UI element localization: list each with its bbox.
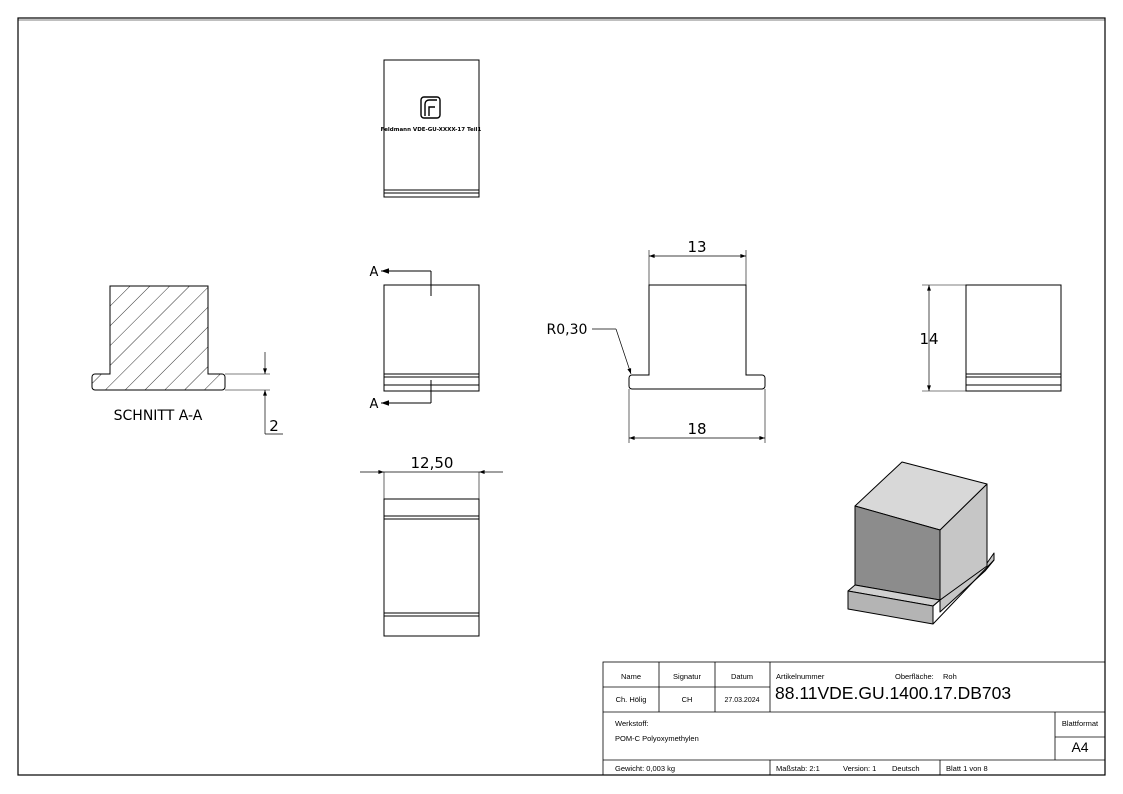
tb-name: Ch. Hölig <box>616 695 647 704</box>
tb-blattformat-value: A4 <box>1071 739 1088 755</box>
middle-view <box>383 284 480 392</box>
tb-gewicht: Gewicht: 0,003 kg <box>615 764 675 773</box>
dim-bottom-width: 12,50 <box>411 454 454 472</box>
tb-signatur: CH <box>682 695 693 704</box>
tb-blattformat-label: Blattformat <box>1062 719 1099 728</box>
radius-note: R0,30 <box>547 322 588 338</box>
side-view <box>922 284 1062 392</box>
front-view <box>592 250 766 443</box>
title-block <box>602 661 1106 776</box>
tb-oberflaeche-value: Roh <box>943 672 957 681</box>
outer-border <box>17 17 1106 776</box>
cut-mark-top: A <box>370 265 379 280</box>
tb-werkstoff-label: Werkstoff: <box>615 719 648 728</box>
tb-massstab: Maßstab: 2:1 <box>776 764 820 773</box>
tb-header-signatur: Signatur <box>673 672 701 681</box>
tb-header-datum: Datum <box>731 672 753 681</box>
tb-sprache: Deutsch <box>892 764 920 773</box>
dim-height: 14 <box>919 330 938 348</box>
tb-blatt: Blatt 1 von 8 <box>946 764 988 773</box>
tb-artikelnummer: 88.11VDE.GU.1400.17.DB703 <box>775 683 1011 703</box>
dim-flange-thickness: 2 <box>269 417 279 435</box>
tb-version: Version: 1 <box>843 764 876 773</box>
tb-header-name: Name <box>621 672 641 681</box>
tb-artikelnummer-label: Artikelnummer <box>776 672 825 681</box>
dim-top-width: 13 <box>687 238 706 256</box>
tb-oberflaeche-label: Oberfläche: <box>895 672 934 681</box>
isometric-view <box>847 461 995 625</box>
tb-datum: 27.03.2024 <box>724 697 759 704</box>
bottom-view <box>383 472 480 637</box>
logo-icon <box>420 96 441 119</box>
cut-line <box>381 268 432 406</box>
cut-mark-bottom: A <box>370 397 379 412</box>
dim-base-width: 18 <box>687 420 706 438</box>
tb-werkstoff-value: POM-C Polyoxymethylen <box>615 734 699 743</box>
top-view <box>383 59 480 198</box>
logo-engraving-text: Feldmann VDE-GU-XXXX-17 Teil1 <box>381 127 482 133</box>
section-label: SCHNITT A-A <box>114 408 203 424</box>
section-a-a <box>91 285 283 435</box>
